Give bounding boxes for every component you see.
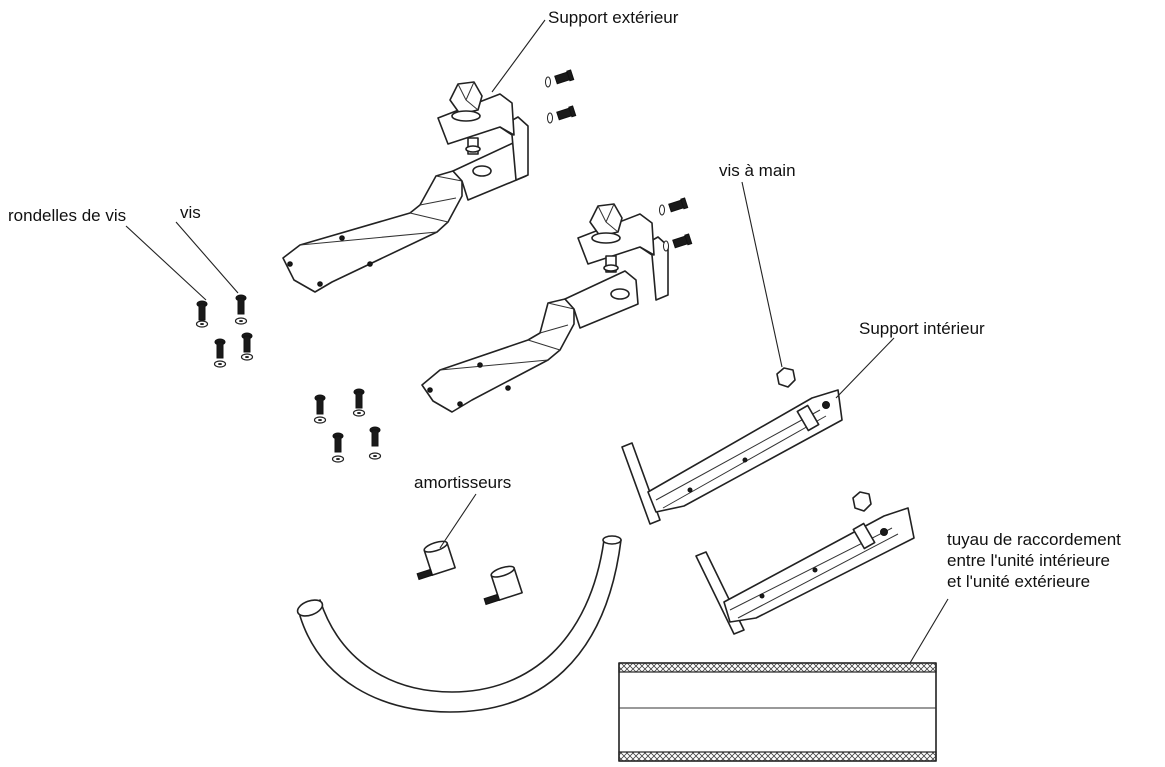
outdoor-bracket-1 bbox=[282, 81, 529, 293]
hand-screw-1 bbox=[776, 367, 796, 388]
label-tuyau-line2: entre l'unité intérieure bbox=[947, 551, 1110, 570]
outdoor-bracket-2 bbox=[421, 203, 669, 413]
indoor-bracket-2 bbox=[695, 507, 915, 635]
label-support-interieur: Support intérieur bbox=[859, 319, 985, 338]
label-vis-a-main: vis à main bbox=[719, 161, 796, 180]
connecting-pipe bbox=[618, 662, 937, 762]
label-tuyau-line1: tuyau de raccordement bbox=[947, 530, 1121, 549]
label-vis: vis bbox=[180, 203, 201, 222]
leader-lines bbox=[125, 19, 949, 664]
hand-screw-knob-1 bbox=[449, 81, 483, 122]
curved-hose bbox=[296, 535, 622, 713]
indoor-bracket-1 bbox=[621, 389, 843, 525]
screws-and-washers bbox=[195, 294, 254, 368]
dampers bbox=[416, 540, 523, 606]
hand-screw-knob-2 bbox=[589, 203, 623, 244]
hand-screw-2 bbox=[852, 491, 872, 512]
label-amortisseurs: amortisseurs bbox=[414, 473, 512, 492]
label-rondelles-de-vis: rondelles de vis bbox=[8, 206, 127, 225]
screws-middle bbox=[313, 388, 382, 463]
label-tuyau: tuyau de raccordement entre l'unité inté… bbox=[947, 529, 1121, 592]
label-tuyau-line3: et l'unité extérieure bbox=[947, 572, 1091, 591]
label-support-exterieur: Support extérieur bbox=[548, 8, 679, 27]
